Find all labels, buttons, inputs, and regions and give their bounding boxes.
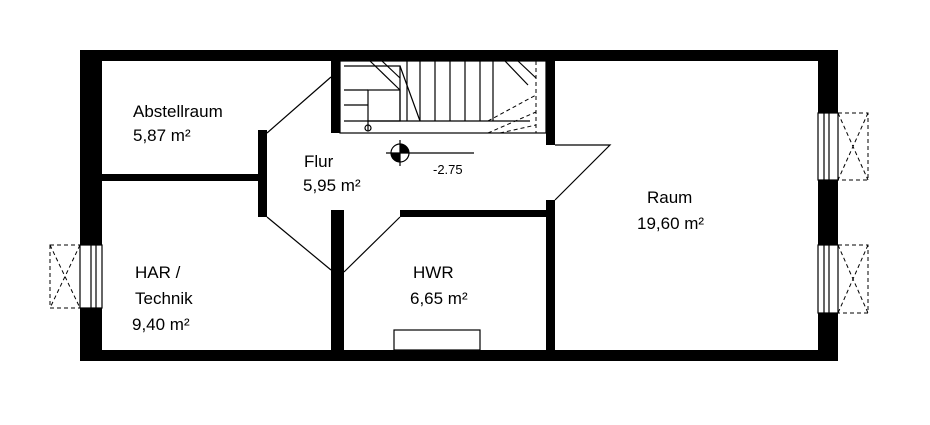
room-name-line2: Technik bbox=[135, 289, 193, 308]
wall-flur-left-upper bbox=[258, 130, 267, 184]
wall-raum-left-lower bbox=[546, 200, 555, 350]
wall-right-top bbox=[818, 50, 838, 113]
wall-left-lower bbox=[80, 308, 102, 361]
level-marker: -2.75 bbox=[386, 140, 474, 177]
room-name: Flur bbox=[304, 152, 334, 171]
wall-bottom bbox=[80, 350, 838, 361]
room-har-technik: HAR / Technik 9,40 m² bbox=[132, 263, 193, 334]
wall-top bbox=[80, 50, 838, 61]
room-name: Abstellraum bbox=[133, 102, 223, 121]
wall-hwr-left bbox=[331, 210, 344, 350]
room-hwr: HWR 6,65 m² bbox=[410, 263, 468, 308]
wall-abstell-bottom bbox=[102, 174, 262, 181]
window-right-upper bbox=[817, 112, 869, 181]
wall-right-bottom bbox=[818, 313, 838, 361]
staircase bbox=[339, 60, 547, 134]
window-left bbox=[49, 244, 103, 309]
outer-walls bbox=[80, 50, 838, 361]
window-right-lower bbox=[817, 244, 869, 314]
room-area: 5,87 m² bbox=[133, 126, 191, 145]
wall-flur-left-lower bbox=[258, 181, 267, 217]
wall-raum-left-upper bbox=[546, 61, 555, 145]
flur-arrow-outline bbox=[266, 76, 612, 273]
wall-right-middle bbox=[818, 180, 838, 245]
room-area: 5,95 m² bbox=[303, 176, 361, 195]
room-flur: Flur 5,95 m² bbox=[303, 152, 361, 195]
room-area: 9,40 m² bbox=[132, 315, 190, 334]
room-name: HWR bbox=[413, 263, 454, 282]
level-value: -2.75 bbox=[433, 162, 463, 177]
wall-stair-left bbox=[331, 61, 340, 133]
room-area: 19,60 m² bbox=[637, 214, 704, 233]
room-name: Raum bbox=[647, 188, 692, 207]
interior-walls bbox=[102, 61, 555, 351]
wall-left-upper bbox=[80, 50, 102, 245]
hwr-niche bbox=[393, 329, 481, 351]
room-raum: Raum 19,60 m² bbox=[637, 188, 704, 233]
room-area: 6,65 m² bbox=[410, 289, 468, 308]
room-abstellraum: Abstellraum 5,87 m² bbox=[133, 102, 223, 145]
room-name-line1: HAR / bbox=[135, 263, 181, 282]
wall-hwr-top bbox=[400, 210, 550, 217]
